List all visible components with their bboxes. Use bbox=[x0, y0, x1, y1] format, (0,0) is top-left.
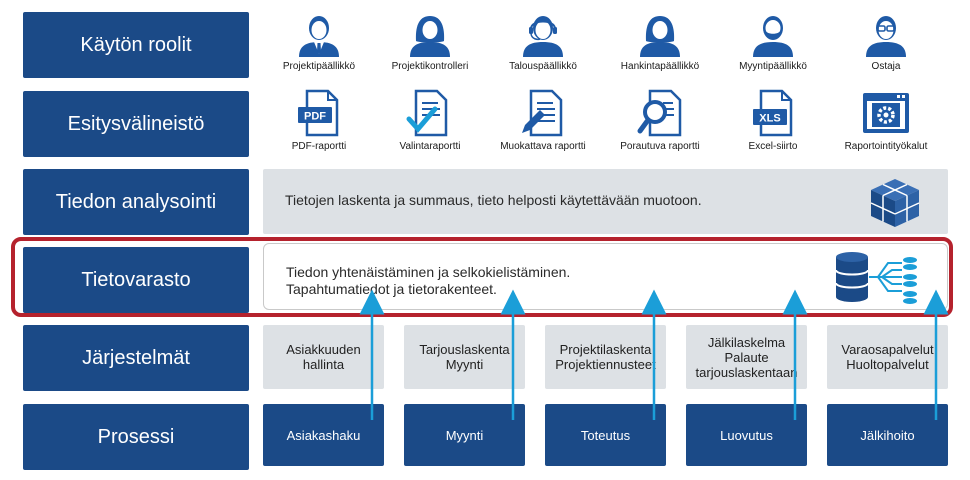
role-project-controller: Projektikontrolleri bbox=[371, 13, 489, 72]
system-line: Tarjouslaskenta bbox=[419, 342, 510, 357]
tool-drilldown-report: Porautuva raportti bbox=[601, 89, 719, 152]
process-customer-acquisition: Asiakashaku bbox=[263, 404, 384, 466]
system-line: Varaosapalvelut bbox=[841, 342, 934, 357]
tool-label: Muokattava raportti bbox=[500, 141, 586, 152]
pencil-document-icon bbox=[522, 89, 563, 137]
system-customer-relationship: Asiakkuuden hallinta bbox=[263, 325, 384, 389]
gear-window-icon bbox=[863, 93, 909, 133]
role-label: Hankintapäällikkö bbox=[620, 61, 700, 72]
role-label: Talouspäällikkö bbox=[509, 61, 577, 72]
checkmark-document-icon bbox=[406, 89, 448, 137]
tool-label: Valintaraportti bbox=[399, 141, 461, 152]
role-procurement-manager: Hankintapäällikkö bbox=[601, 13, 719, 72]
role-project-manager: Projektipäällikkö bbox=[260, 13, 378, 72]
man-headset-icon bbox=[523, 16, 563, 57]
system-project-costing: Projektilaskenta Projektiennusteet bbox=[545, 325, 666, 389]
tool-badge-text: XLS bbox=[759, 113, 780, 125]
system-line: Palaute bbox=[724, 349, 769, 365]
system-line: Projektilaskenta bbox=[559, 342, 652, 357]
process-handover: Luovutus bbox=[686, 404, 807, 466]
layer-label-presentation: Esitysvälineistö bbox=[23, 91, 249, 157]
system-post-calculation: Jälkilaskelma Palaute tarjouslaskentaan bbox=[686, 325, 807, 389]
process-sales: Myynti bbox=[404, 404, 525, 466]
system-line: tarjouslaskentaan bbox=[695, 364, 798, 380]
system-spare-parts-service: Varaosapalvelut Huoltopalvelut bbox=[827, 325, 948, 389]
layer-label-systems: Järjestelmät bbox=[23, 325, 249, 391]
man-glasses-icon bbox=[866, 16, 906, 57]
layer-label-warehouse: Tietovarasto bbox=[23, 247, 249, 313]
layer-label-process: Prosessi bbox=[23, 404, 249, 470]
xls-document-icon: XLS bbox=[753, 89, 793, 137]
process-execution: Toteutus bbox=[545, 404, 666, 466]
magnifier-document-icon bbox=[637, 89, 682, 137]
pdf-document-icon: PDF bbox=[298, 89, 339, 137]
layer-label-analysis: Tiedon analysointi bbox=[23, 169, 249, 235]
role-label: Projektikontrolleri bbox=[391, 61, 469, 72]
warehouse-panel: Tiedon yhtenäistäminen ja selkokielistäm… bbox=[263, 243, 948, 310]
woman-icon bbox=[410, 16, 450, 57]
layer-label-roles: Käytön roolit bbox=[23, 12, 249, 78]
role-label: Projektipäällikkö bbox=[282, 61, 356, 72]
tool-label: PDF-raportti bbox=[291, 141, 347, 152]
man-tie-icon bbox=[299, 16, 339, 57]
system-quotation-sales: Tarjouslaskenta Myynti bbox=[404, 325, 525, 389]
tool-badge-text: PDF bbox=[304, 111, 326, 123]
warehouse-text-line1: Tiedon yhtenäistäminen ja selkokielistäm… bbox=[286, 264, 571, 280]
system-line: Jälkilaskelma bbox=[707, 334, 786, 350]
woman-icon bbox=[640, 16, 680, 57]
man-beard-icon bbox=[753, 16, 793, 57]
analysis-panel: Tietojen laskenta ja summaus, tieto help… bbox=[263, 169, 948, 234]
tool-label: Excel-siirto bbox=[748, 141, 798, 152]
tool-pdf-report: PDF PDF-raportti bbox=[260, 89, 378, 152]
system-line: hallinta bbox=[302, 357, 345, 372]
system-line: Asiakkuuden bbox=[286, 342, 361, 357]
tool-selection-report: Valintaraportti bbox=[371, 89, 489, 152]
system-line: Projektiennusteet bbox=[555, 357, 656, 372]
cube-icon bbox=[870, 179, 920, 227]
tool-excel-export: XLS Excel-siirto bbox=[714, 89, 832, 152]
tool-editable-report: Muokattava raportti bbox=[484, 89, 602, 152]
analysis-text: Tietojen laskenta ja summaus, tieto help… bbox=[285, 192, 702, 208]
database-icon bbox=[835, 252, 917, 304]
role-buyer: Ostaja bbox=[827, 13, 945, 72]
tool-reporting-tools: Raportointityökalut bbox=[827, 89, 945, 152]
role-label: Ostaja bbox=[871, 61, 901, 72]
system-line: Huoltopalvelut bbox=[846, 357, 929, 372]
tool-label: Raportointityökalut bbox=[844, 141, 928, 152]
process-aftercare: Jälkihoito bbox=[827, 404, 948, 466]
role-sales-manager: Myyntipäällikkö bbox=[714, 13, 832, 72]
role-finance-manager: Talouspäällikkö bbox=[484, 13, 602, 72]
tool-label: Porautuva raportti bbox=[620, 141, 700, 152]
system-line: Myynti bbox=[445, 357, 484, 372]
warehouse-text-line2: Tapahtumatiedot ja tietorakenteet. bbox=[286, 281, 497, 297]
role-label: Myyntipäällikkö bbox=[739, 61, 807, 72]
